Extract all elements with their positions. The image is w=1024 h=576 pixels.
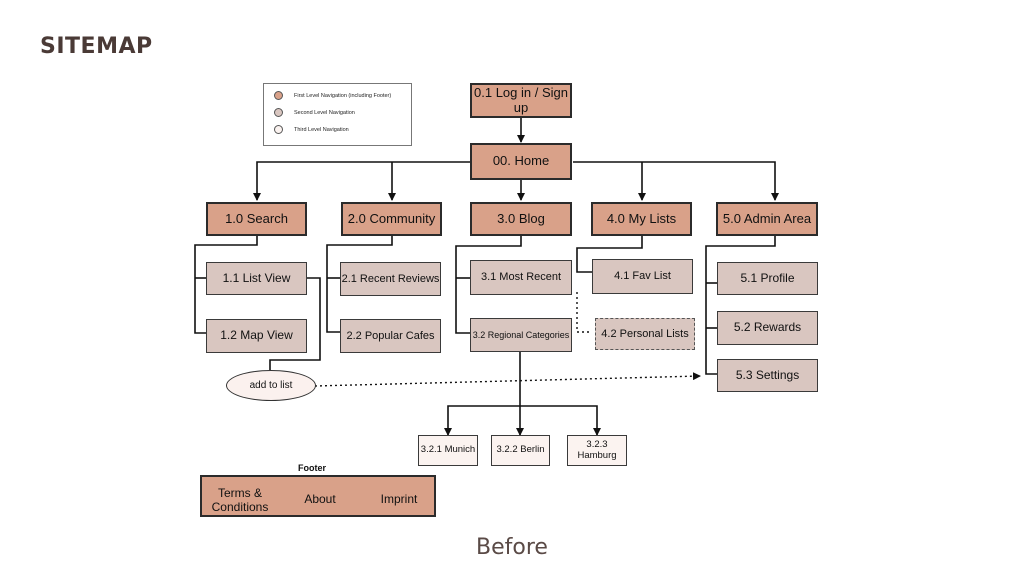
node-berlin[interactable]: 3.2.2 Berlin <box>491 435 550 466</box>
legend-label: Third Level Navigation <box>294 126 349 133</box>
node-home[interactable]: 00. Home <box>470 143 572 180</box>
node-most-recent[interactable]: 3.1 Most Recent <box>470 260 572 295</box>
caption: Before <box>476 535 548 560</box>
legend-item-third-level: Third Level Navigation <box>274 125 349 134</box>
node-regional-categories[interactable]: 3.2 Regional Categories <box>470 318 572 352</box>
first-level-dot-icon <box>274 91 283 100</box>
footer-about[interactable]: About <box>304 492 336 506</box>
node-my-lists[interactable]: 4.0 My Lists <box>591 202 692 236</box>
node-blog[interactable]: 3.0 Blog <box>470 202 572 236</box>
node-recent-reviews[interactable]: 2.1 Recent Reviews <box>340 262 441 296</box>
node-map-view[interactable]: 1.2 Map View <box>206 319 307 353</box>
node-list-view[interactable]: 1.1 List View <box>206 262 307 295</box>
legend-item-second-level: Second Level Navigation <box>274 108 355 117</box>
page-title: SITEMAP <box>40 34 153 59</box>
node-hamburg[interactable]: 3.2.3 Hamburg <box>567 435 627 466</box>
node-personal-lists[interactable]: 4.2 Personal Lists <box>595 318 695 350</box>
node-fav-list[interactable]: 4.1 Fav List <box>592 259 693 294</box>
footer-terms[interactable]: Terms & Conditions <box>211 486 269 514</box>
footer-bar: Terms & Conditions About Imprint <box>200 475 436 517</box>
legend-item-first-level: First Level Navigation (including Footer… <box>274 91 391 100</box>
node-search[interactable]: 1.0 Search <box>206 202 307 236</box>
node-munich[interactable]: 3.2.1 Munich <box>418 435 478 466</box>
node-rewards[interactable]: 5.2 Rewards <box>717 311 818 345</box>
node-popular-cafes[interactable]: 2.2 Popular Cafes <box>340 319 441 353</box>
legend: First Level Navigation (including Footer… <box>263 83 412 146</box>
footer-imprint[interactable]: Imprint <box>380 492 418 506</box>
footer-title: Footer <box>298 463 326 473</box>
node-add-to-list[interactable]: add to list <box>226 370 316 401</box>
second-level-dot-icon <box>274 108 283 117</box>
node-settings[interactable]: 5.3 Settings <box>717 359 818 392</box>
legend-label: First Level Navigation (including Footer… <box>294 92 392 99</box>
third-level-dot-icon <box>274 125 283 134</box>
node-community[interactable]: 2.0 Community <box>341 202 442 236</box>
node-profile[interactable]: 5.1 Profile <box>717 262 818 295</box>
legend-label: Second Level Navigation <box>294 109 355 116</box>
node-login[interactable]: 0.1 Log in / Sign up <box>470 83 572 118</box>
node-admin-area[interactable]: 5.0 Admin Area <box>716 202 818 236</box>
